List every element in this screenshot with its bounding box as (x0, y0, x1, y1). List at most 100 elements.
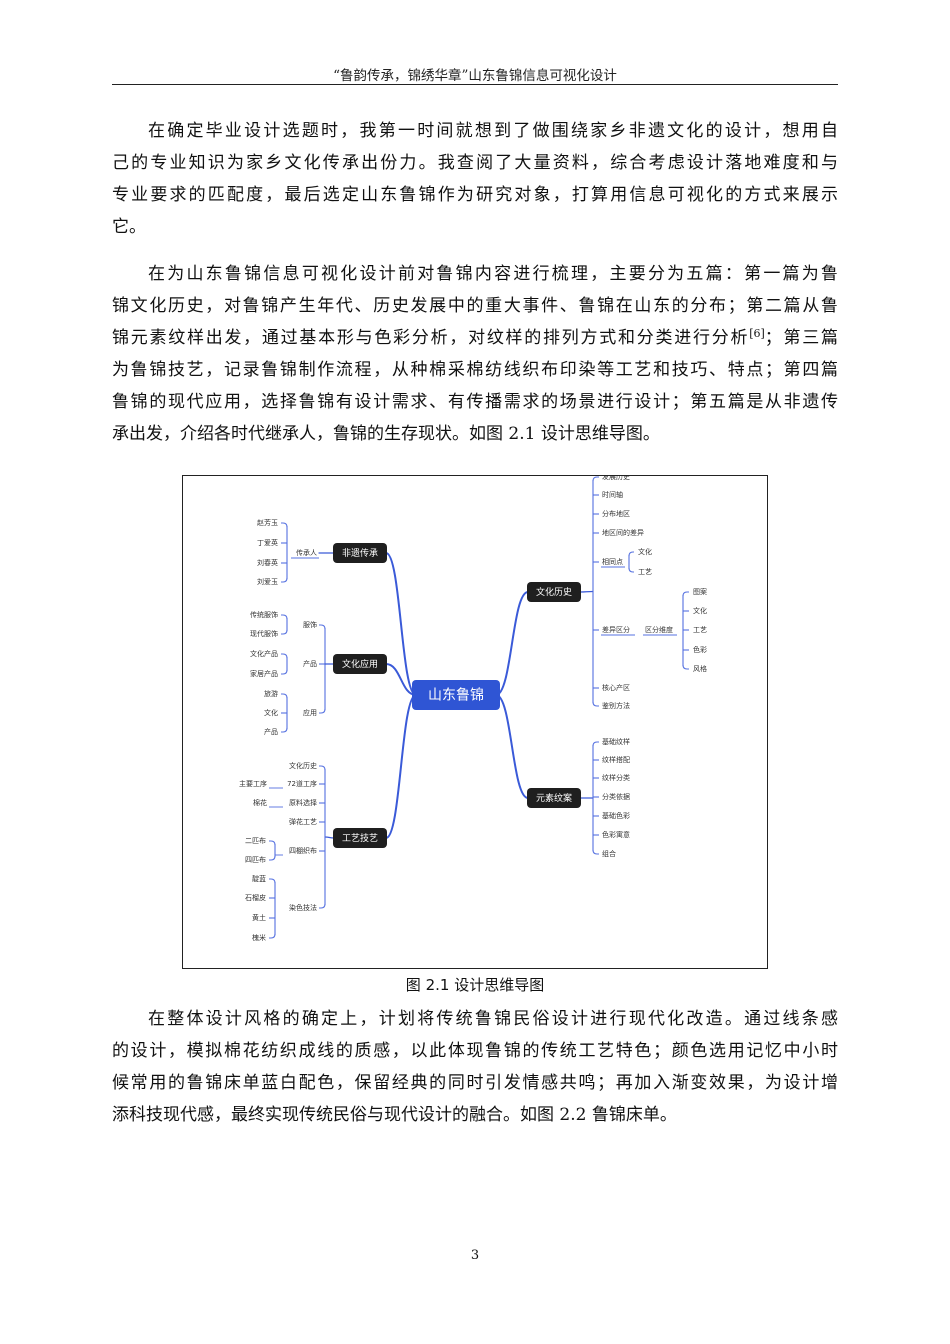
paragraph-style: 在整体设计风格的确定上，计划将传统鲁锦民俗设计进行现代化改造。通过线条感 的设计… (112, 1003, 838, 1131)
page-number: 3 (470, 1248, 480, 1263)
mindmap-branch-wenhua-box (527, 582, 581, 602)
mindmap-leaf-label: 传统服饰 (250, 610, 278, 619)
mindmap-branch-wenhua-label: 文化历史 (536, 586, 572, 598)
mindmap-figure: 发展历史时间轴分布地区地区间的差异相同点差异区分核心产区鉴别方法文化工艺区分维度… (182, 475, 768, 969)
mindmap-leaf-label: 工艺 (638, 568, 652, 576)
mindmap-leaf-label: 文化 (638, 547, 652, 556)
mindmap-leaf-label: 旅游 (264, 689, 278, 698)
mindmap-link (495, 694, 529, 799)
mindmap-bracket-hook (269, 933, 276, 939)
text-line: 在确定毕业设计选题时，我第一时间就想到了做围绕家乡非遗文化的设计，想用自 (148, 121, 838, 141)
running-header: “鲁韵传承，锦绣华章”山东鲁锦信息可视化设计 (333, 68, 617, 84)
mindmap-branch-yingyong-box (333, 654, 387, 674)
mindmap-bracket-hook (281, 522, 288, 528)
text-line: 锦文化历史，对鲁锦产生年代、历史发展中的重大事件、鲁锦在山东的分布；第二篇从鲁 (112, 296, 838, 316)
mindmap-bracket-hook (628, 551, 634, 557)
mindmap-leaf-label: 四匹布 (245, 855, 266, 864)
mindmap-diagram: 发展历史时间轴分布地区地区间的差异相同点差异区分核心产区鉴别方法文化工艺区分维度… (239, 476, 707, 942)
mindmap-bracket-hook (592, 476, 599, 482)
text-line: 承出发，介绍各时代继承人，鲁锦的生存现状。如图 2.1 设计思维导图。 (112, 424, 660, 444)
mindmap-leaf-label: 工艺 (693, 626, 707, 634)
mindmap-leaf-label: 72道工序 (287, 779, 317, 788)
mindmap-leaf-label: 染色技法 (289, 903, 317, 912)
mindmap-root-label: 山东鲁锦 (428, 687, 484, 704)
mindmap-leaf-label: 文化 (693, 606, 707, 615)
mindmap-leaf-label: 差异区分 (602, 625, 630, 634)
mindmap-bracket-hook (281, 577, 288, 583)
mindmap-bracket-hook (281, 629, 288, 635)
mindmap-branch-yuansu-label: 元素纹案 (536, 792, 572, 804)
mindmap-leaf-label: 风格 (693, 664, 707, 673)
mindmap-group-label: 传承人 (296, 548, 317, 557)
mindmap-leaf-label: 分类依据 (602, 792, 630, 801)
mindmap-branch-yuansu-box (527, 788, 581, 808)
mindmap-leaf-label: 四棚织布 (289, 846, 317, 855)
mindmap-leaf-label: 文化历史 (289, 761, 317, 770)
mindmap-leaf-label: 赵芳玉 (257, 518, 278, 527)
text-line: 鲁锦的现代应用，选择鲁锦有设计需求、有传播需求的场景进行设计；第五篇是从非遗传 (112, 392, 838, 412)
mindmap-leaf-label: 地区间的差异 (602, 528, 644, 537)
mindmap-link (385, 694, 417, 839)
mindmap-leaf-label: 基础色彩 (602, 811, 630, 820)
mindmap-bracket-hook (592, 741, 599, 747)
mindmap-leaf-label: 产品 (264, 727, 278, 736)
mindmap-leaf-label: 家居产品 (250, 669, 278, 678)
mindmap-bracket-hook (281, 669, 288, 675)
header-rule (112, 84, 838, 85)
mindmap-link (579, 590, 594, 593)
mindmap-bracket-hook (319, 624, 326, 630)
mindmap-bracket-hook (281, 693, 288, 699)
mindmap-bracket-hook (281, 727, 288, 733)
text-line: 在为山东鲁锦信息可视化设计前对鲁锦内容进行梳理，主要分为五篇：第一篇为鲁 (148, 264, 838, 284)
mindmap-leaf-label: 原料选择 (289, 798, 317, 807)
mindmap-link (324, 836, 335, 839)
text-line: 在整体设计风格的确定上，计划将传统鲁锦民俗设计进行现代化改造。通过线条感 (148, 1009, 838, 1029)
mindmap-bracket-hook (281, 614, 288, 620)
mindmap-bracket-hook (319, 765, 326, 771)
mindmap-leaf-label: 基础纹样 (602, 737, 630, 746)
figure-caption: 图 2.1 设计思维导图 (405, 976, 545, 994)
mindmap-leaf-label: 分布地区 (602, 509, 630, 518)
mindmap-leaf-label: 二匹布 (245, 836, 266, 845)
text-segment: ；第三篇 (764, 328, 839, 348)
mindmap-leaf-label: 时间轴 (602, 490, 623, 499)
mindmap-leaf-label: 核心产区 (602, 683, 630, 692)
mindmap-bracket-hook (682, 591, 689, 597)
mindmap-bracket-hook (628, 567, 634, 573)
mindmap-leaf-label: 文化 (264, 708, 278, 717)
text-line: 它。 (112, 217, 146, 237)
mindmap-leaf-label: 区分维度 (645, 625, 673, 634)
mindmap-leaf-label: 弹花工艺 (289, 817, 317, 826)
mindmap-leaf-label: 色彩 (693, 645, 707, 654)
citation: [6] (749, 327, 765, 340)
mindmap-leaf-label: 纹样分类 (602, 773, 630, 782)
mindmap-leaf-label: 主要工序 (239, 779, 267, 788)
mindmap-bracket-hook (269, 840, 276, 846)
mindmap-bracket-hook (269, 855, 276, 861)
paragraph-structure: 在为山东鲁锦信息可视化设计前对鲁锦内容进行梳理，主要分为五篇：第一篇为鲁 锦文化… (112, 258, 838, 450)
mindmap-branch-yingyong-label: 文化应用 (342, 658, 378, 670)
text-line: 为鲁锦技艺，记录鲁锦制作流程，从种棉采棉纺线织布印染等工艺和技巧、特点；第四篇 (112, 360, 838, 380)
mindmap-leaf-label: 纹样搭配 (602, 755, 630, 764)
mindmap-leaf-label: 发展历史 (602, 476, 630, 481)
mindmap-leaf-label: 石榴皮 (245, 893, 266, 902)
mindmap-bracket-hook (682, 664, 689, 670)
mindmap-leaf-label: 色彩寓意 (602, 830, 630, 839)
text-line: 的设计，模拟棉花纺织成线的质感，以此体现鲁锦的传统工艺特色；颜色选用记忆中小时 (112, 1041, 838, 1061)
mindmap-leaf-label: 组合 (602, 849, 616, 858)
mindmap-bracket-hook (319, 708, 326, 714)
mindmap-group-label: 产品 (303, 659, 317, 668)
text-line: 专业要求的匹配度，最后选定山东鲁锦作为研究对象，打算用信息可视化的方式来展示 (112, 185, 838, 205)
mindmap-leaf-label: 槐米 (252, 933, 266, 942)
mindmap-bracket-hook (281, 653, 288, 659)
mindmap-branch-feiyi-box (333, 543, 387, 563)
text-line: 候常用的鲁锦床单蓝白配色，保留经典的同时引发情感共鸣；再加入渐变效果，为设计增 (112, 1073, 838, 1093)
mindmap-branch-jiyi-label: 工艺技艺 (342, 832, 378, 844)
mindmap-leaf-label: 丁爱英 (257, 538, 278, 547)
mindmap-group-label: 服饰 (303, 620, 317, 629)
mindmap-leaf-label: 现代服饰 (250, 629, 278, 638)
mindmap-leaf-label: 刘爱玉 (257, 577, 278, 586)
mindmap-root-box (412, 680, 500, 710)
mindmap-branch-feiyi-label: 非遗传承 (342, 547, 378, 559)
mindmap-bracket-hook (592, 701, 599, 707)
